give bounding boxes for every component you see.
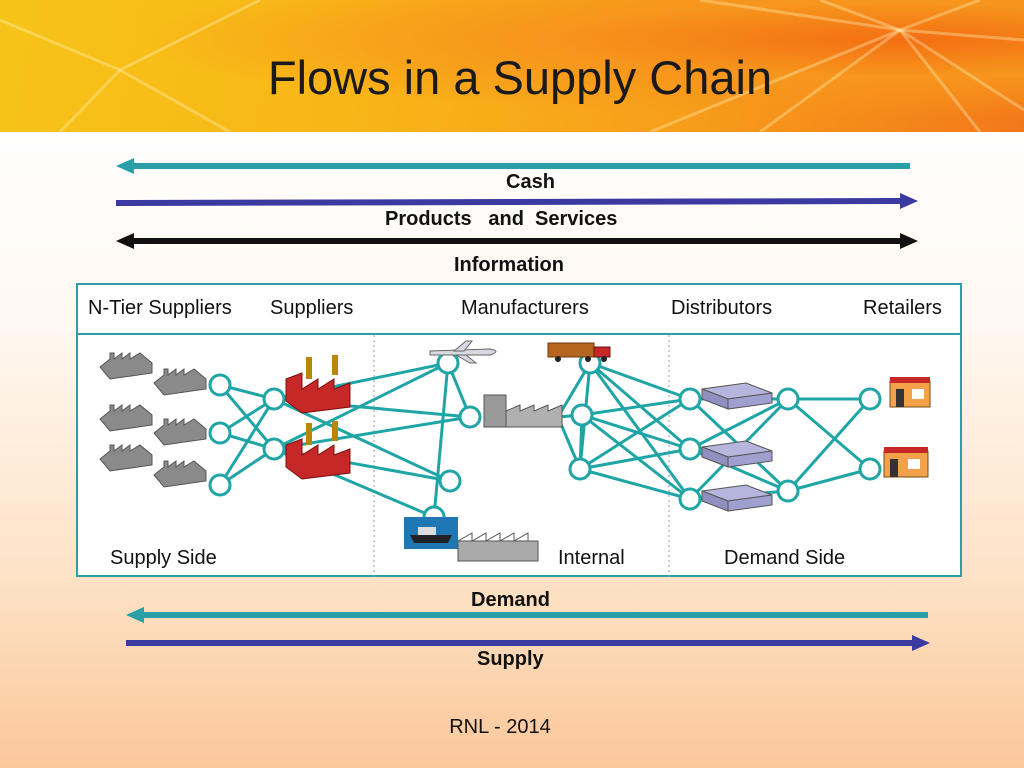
store-icon <box>883 377 931 478</box>
factory-icon <box>285 355 351 480</box>
stage-n-tier-suppliers: N-Tier Suppliers <box>88 297 232 319</box>
warehouse-icon <box>483 394 563 428</box>
network-nodes <box>208 351 882 529</box>
stage-suppliers: Suppliers <box>270 297 354 319</box>
stage-header-row: N-Tier Suppliers Suppliers Manufacturers… <box>78 285 960 335</box>
footer-text: RNL - 2014 <box>449 716 551 738</box>
products-services-label: Products and Services <box>385 208 618 230</box>
ship-icon <box>404 517 458 549</box>
slide-title: Flows in a Supply Chain <box>267 51 773 104</box>
information-flow-arrow <box>116 233 918 249</box>
information-label: Information <box>454 254 564 276</box>
stage-manufacturers: Manufacturers <box>461 297 589 319</box>
supply-flow-arrow <box>126 635 930 651</box>
stage-distributors: Distributors <box>671 297 773 319</box>
cash-label: Cash <box>506 171 555 193</box>
truck-icon <box>547 342 611 362</box>
supply-chain-diagram: N-Tier Suppliers Suppliers Manufacturers… <box>76 283 962 579</box>
supply-side-label: Supply Side <box>110 547 217 569</box>
internal-label: Internal <box>558 547 625 569</box>
distribution-center-icon <box>701 382 773 512</box>
cash-flow-arrow <box>116 158 910 174</box>
header-rays-decoration <box>0 0 1024 132</box>
stage-retailers: Retailers <box>863 297 942 319</box>
products-flow-arrow <box>115 193 918 209</box>
header-background <box>0 0 1024 132</box>
network-diagram <box>99 335 931 579</box>
airplane-icon <box>429 340 497 364</box>
supply-label: Supply <box>477 648 544 670</box>
factory-icon <box>99 352 207 488</box>
demand-label: Demand <box>471 589 550 611</box>
warehouse-icon <box>457 532 539 562</box>
demand-side-label: Demand Side <box>724 547 846 569</box>
demand-flow-arrow <box>126 607 928 623</box>
